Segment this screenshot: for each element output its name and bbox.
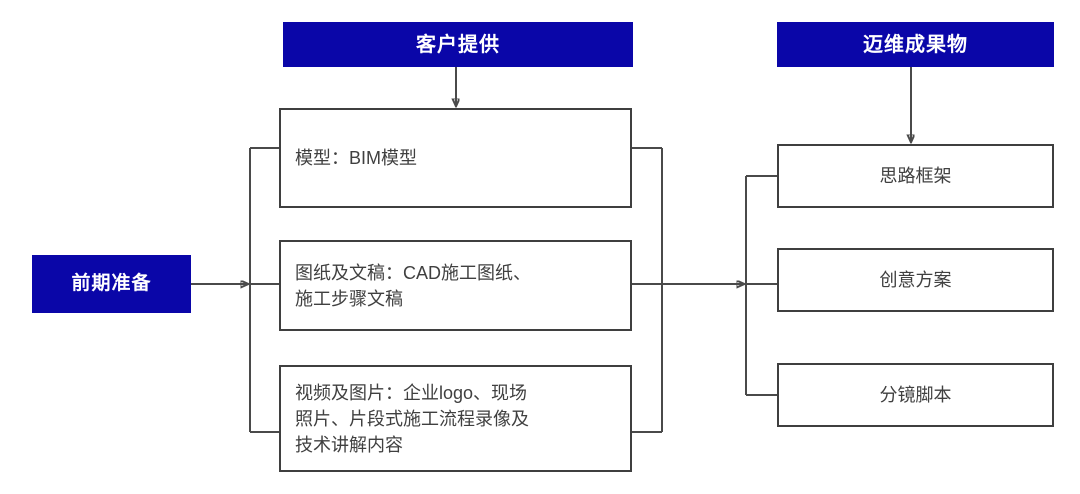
header-maiwei-deliverables[interactable]: 迈维成果物 <box>777 22 1054 67</box>
node-deliverable-storyboard[interactable]: 分镜脚本 <box>777 363 1054 427</box>
node-deliverable-framework-label: 思路框架 <box>879 165 952 186</box>
node-client-item-drawings-docs-text: 图纸及文稿：CAD施工图纸、 施工步骤文稿 <box>295 259 620 311</box>
text-line: 施工步骤文稿 <box>295 288 403 309</box>
node-deliverable-creative-plan[interactable]: 创意方案 <box>777 248 1054 312</box>
text-line: 技术讲解内容 <box>295 434 403 455</box>
node-deliverable-framework[interactable]: 思路框架 <box>777 144 1054 208</box>
node-client-item-model[interactable]: 模型：BIM模型 <box>279 108 632 208</box>
node-client-item-video-images-text: 视频及图片：企业logo、现场 照片、片段式施工流程录像及 技术讲解内容 <box>295 379 620 457</box>
text-line: 照片、片段式施工流程录像及 <box>295 408 529 429</box>
node-preliminary-preparation[interactable]: 前期准备 <box>32 255 191 313</box>
text-line: 视频及图片：企业logo、现场 <box>295 382 528 403</box>
node-client-item-video-images[interactable]: 视频及图片：企业logo、现场 照片、片段式施工流程录像及 技术讲解内容 <box>279 365 632 472</box>
node-deliverable-storyboard-label: 分镜脚本 <box>879 384 952 405</box>
node-client-item-drawings-docs[interactable]: 图纸及文稿：CAD施工图纸、 施工步骤文稿 <box>279 240 632 331</box>
text-line: 模型：BIM模型 <box>295 147 418 168</box>
header-client-supplied[interactable]: 客户提供 <box>283 22 633 67</box>
text-line: 图纸及文稿：CAD施工图纸、 <box>295 262 532 283</box>
node-deliverable-creative-plan-label: 创意方案 <box>879 269 952 290</box>
node-client-item-model-text: 模型：BIM模型 <box>295 145 620 171</box>
